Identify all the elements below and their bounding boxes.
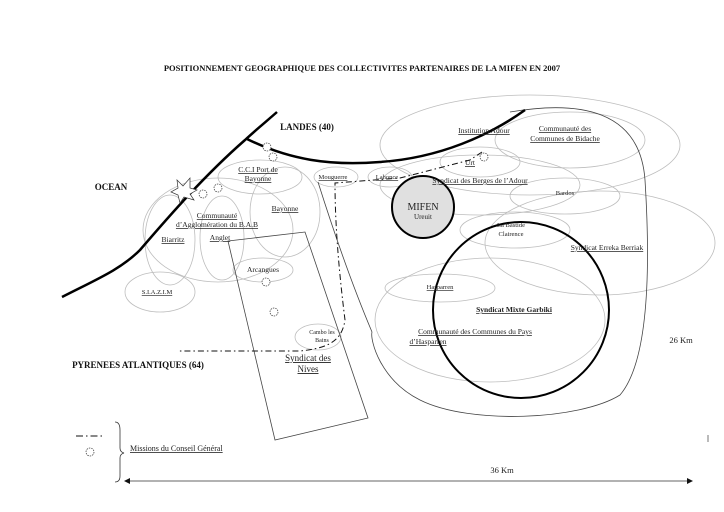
ellipse-biarritz: [144, 194, 196, 286]
ellipse-bayonne: [249, 166, 321, 258]
arrow-right-icon: [687, 478, 693, 484]
ellipse-bidache: [494, 111, 646, 169]
ellipse-erreka: [484, 190, 716, 296]
ellipse-urt: [439, 146, 521, 178]
label-landes: LANDES (40): [280, 122, 334, 132]
label-cambo: Cambo les: [309, 330, 335, 336]
label-bab: d’Agglomération du B.A.B: [176, 220, 258, 229]
ellipse-bastide: [459, 211, 571, 249]
legend-mission-icon: [85, 447, 95, 457]
label-ocean: OCEAN: [95, 182, 128, 192]
legend-brace: [114, 421, 125, 483]
scale-vertical: 26 Km: [669, 335, 693, 345]
ellipse-cci: [217, 159, 303, 195]
label-nives: Nives: [298, 364, 319, 374]
label-bayonne: Bayonne: [272, 204, 299, 213]
diagram-title: POSITIONNEMENT GEOGRAPHIQUE DES COLLECTI…: [164, 63, 561, 73]
ellipse-bab: [142, 177, 294, 283]
mission-icon: [261, 277, 271, 287]
mission-icon: [213, 183, 223, 193]
label-urt: Urt: [465, 158, 476, 167]
label-bab: Communauté: [197, 211, 238, 220]
mission-icon: [479, 152, 489, 162]
mission-icon: [198, 189, 208, 199]
arrow-left-icon: [124, 478, 130, 484]
ellipse-siazim: [124, 271, 196, 313]
label-cci: Bayonne: [245, 174, 272, 183]
garbiki-circle: [432, 221, 610, 399]
label-anglet: Anglet: [210, 233, 231, 242]
label-bidache: Communes de Bidache: [530, 134, 600, 143]
label-cambo: Bains: [315, 338, 329, 344]
label-lahonce: Lahonce: [376, 174, 398, 181]
label-arcangues: Arcangues: [247, 265, 279, 274]
nives-area: [227, 231, 369, 441]
scale-horizontal: 36 Km: [490, 465, 514, 475]
region-outline: [317, 107, 648, 417]
conseil-general-boundary: [178, 151, 483, 352]
mission-icon: [268, 152, 278, 162]
label-bastide: La Bastide: [497, 222, 525, 229]
label-cc-hasparren: d’Hasparren: [409, 337, 446, 346]
mifen-name: MIFEN: [407, 202, 438, 213]
label-bidache: Communauté des: [539, 124, 591, 133]
label-nives: Syndicat des: [285, 353, 331, 363]
label-institution-adour: Institution Adour: [458, 126, 510, 135]
label-siazim: S.I.A.Z.I.M: [142, 289, 173, 296]
mission-icon: [269, 307, 279, 317]
legend: Missions du Conseil Général: [76, 421, 223, 483]
label-biarritz: Biarritz: [162, 235, 186, 244]
ellipse-bardos: [509, 177, 621, 215]
label-berges: Syndicat des Berges de l’Adour: [432, 176, 528, 185]
label-mouguerre: Mouguerre: [319, 174, 348, 181]
ellipse-anglet: [199, 195, 245, 281]
label-pyrenees: PYRENEES ATLANTIQUES (64): [72, 360, 204, 370]
ellipse-mouguerre: [313, 166, 359, 188]
mifen-location: Ureuit: [414, 213, 432, 221]
mifen-circle: [391, 175, 455, 239]
label-cci: C.C.I Port de: [238, 165, 278, 174]
label-cc-hasparren: Communauté des Communes du Pays: [418, 327, 532, 336]
mission-markers: [170, 142, 489, 317]
coastline: [61, 111, 278, 299]
adour-river: [246, 108, 526, 165]
label-bastide: Clairence: [499, 231, 524, 238]
label-erreka: Syndicat Erreka Berriak: [571, 243, 644, 252]
ellipse-institution-adour: [379, 94, 681, 196]
mission-icon: [262, 142, 272, 152]
ellipse-berges: [379, 154, 581, 216]
legend-missions-label: Missions du Conseil Général: [130, 444, 223, 453]
ellipse-cc-hasparren: [374, 257, 606, 383]
label-bardos: Bardos: [556, 190, 575, 197]
explosion-icon: [170, 177, 198, 204]
ellipse-cambo: [294, 323, 342, 351]
label-hasparren: Hasparren: [427, 284, 454, 291]
label-garbiki: Syndicat Mixte Garbiki: [476, 305, 552, 314]
